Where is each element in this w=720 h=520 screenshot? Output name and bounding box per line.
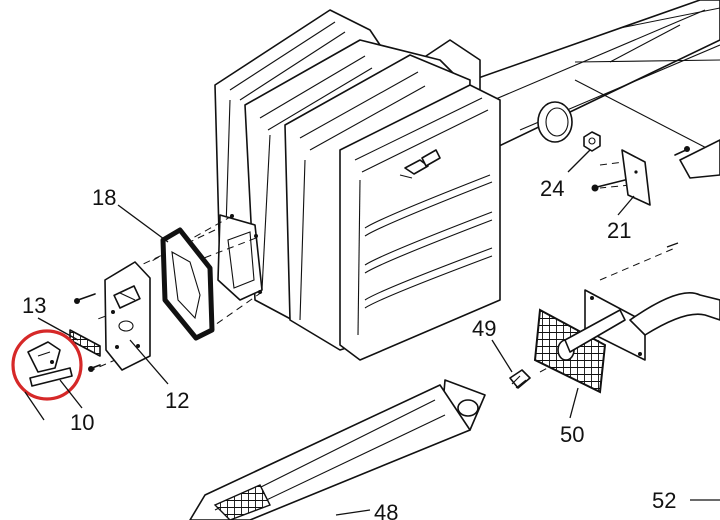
- callout-10: 10: [70, 410, 94, 435]
- part-12-mounting-plate: [104, 261, 151, 371]
- part-13-gasket-strip: [69, 329, 101, 357]
- callout-18: 18: [92, 185, 116, 210]
- callout-48: 48: [374, 500, 398, 520]
- part-48-burner-tube: [189, 379, 486, 520]
- screws: [74, 146, 690, 372]
- highlight-circle: [11, 329, 83, 401]
- callout-49: 49: [472, 316, 496, 341]
- callout-12: 12: [165, 388, 189, 413]
- part-24-nut: [583, 131, 601, 152]
- callout-labels: 18 13 10 12 24 21 49 50 48 52: [22, 176, 676, 520]
- callout-21: 21: [607, 218, 631, 243]
- callout-52: 52: [652, 488, 676, 513]
- heat-exchanger-housing: [214, 0, 720, 361]
- part-10-igniter-bracket: [27, 341, 73, 387]
- part-49-orifice: [509, 369, 531, 389]
- part-18-gasket: [160, 227, 215, 341]
- callout-50: 50: [560, 422, 584, 447]
- leader-lines: [24, 149, 720, 516]
- callout-13: 13: [22, 293, 46, 318]
- burner-mount-plate: [564, 289, 720, 361]
- callout-24: 24: [540, 176, 564, 201]
- part-21-cover-plate: [621, 149, 651, 206]
